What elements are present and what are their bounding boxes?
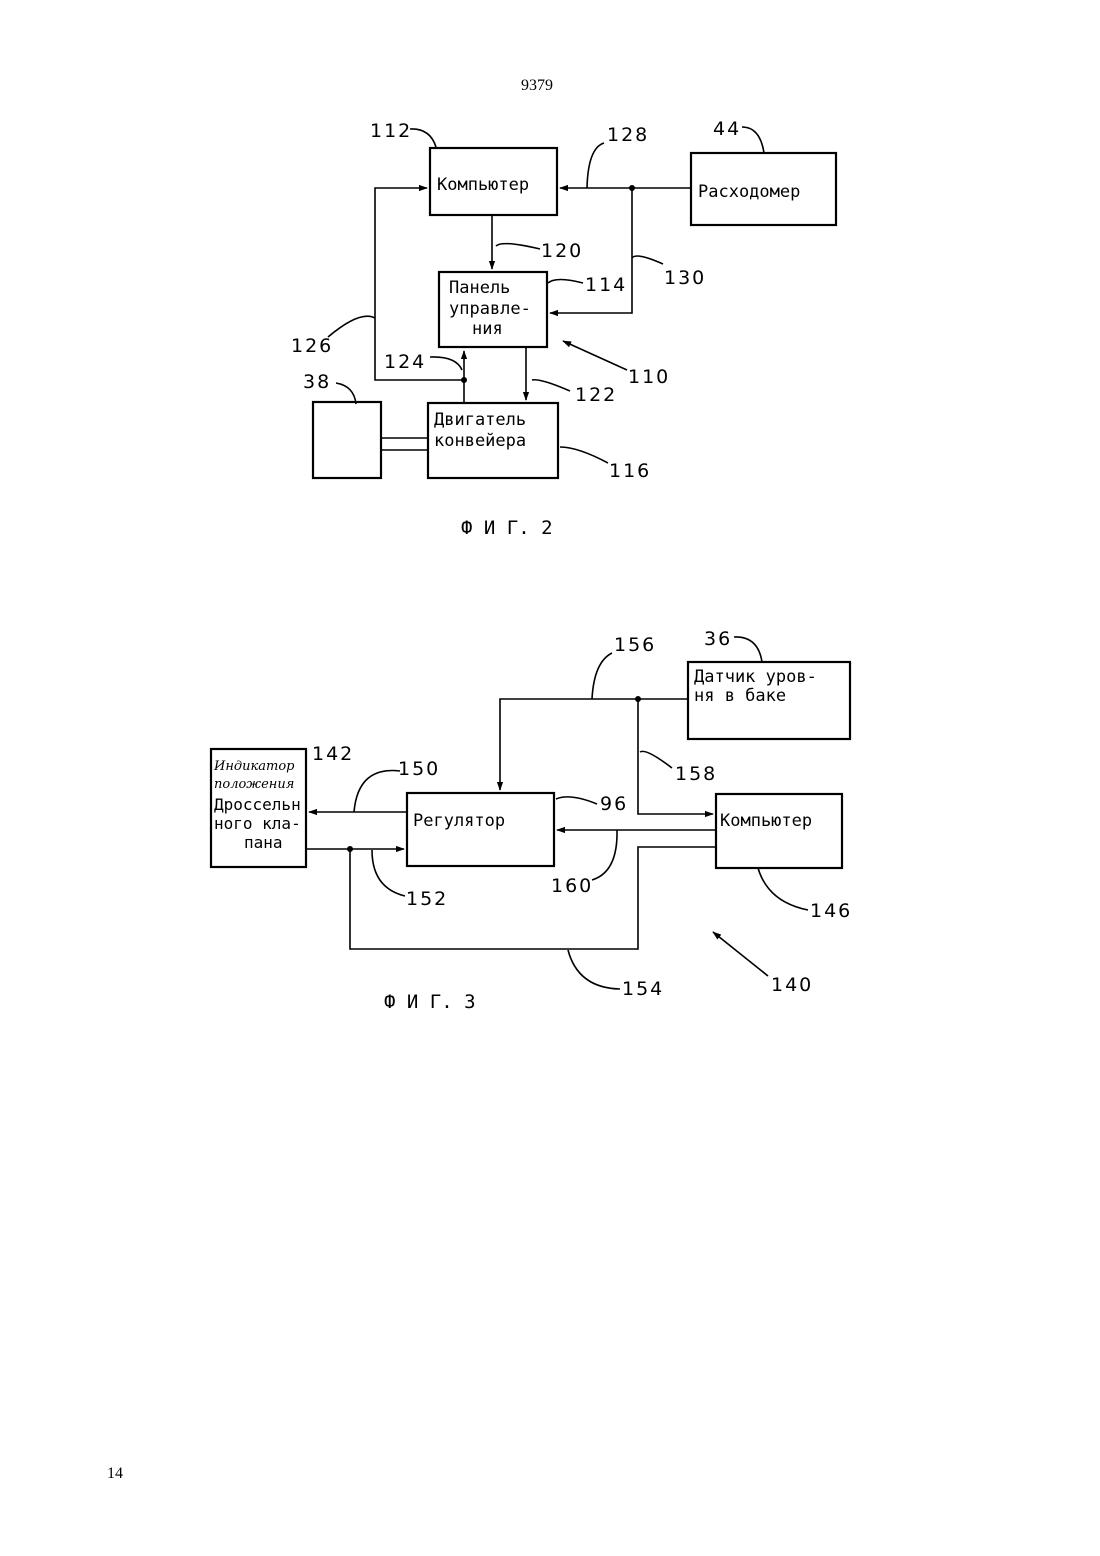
figure-2: Компьютер Расходомер Панель управле- ния…	[291, 118, 836, 539]
fig2-ref-114: 114	[585, 274, 627, 296]
fig2-leader-120	[496, 244, 540, 249]
fig3-indicator-line1: Индикатор	[213, 759, 295, 774]
page-number: 14	[107, 1465, 123, 1482]
fig2-ref-128: 128	[607, 124, 649, 146]
fig3-indicator-line2: положения	[214, 777, 294, 792]
fig2-control-panel-line3: ния	[472, 319, 503, 339]
fig2-leader-114	[548, 280, 583, 284]
fig3-wire-158	[638, 699, 713, 814]
document-number: 9379	[521, 77, 553, 94]
fig3-indicator-line5: пана	[244, 833, 283, 852]
fig2-conveyor-motor-line2: конвейера	[434, 431, 526, 451]
fig3-ref-140: 140	[771, 974, 813, 996]
fig3-leader-156	[592, 653, 612, 699]
fig2-computer-label: Компьютер	[437, 175, 529, 195]
fig2-ref-120: 120	[541, 240, 583, 262]
fig3-level-sensor-line1: Датчик уров-	[694, 667, 817, 687]
fig3-ref-146: 146	[810, 900, 852, 922]
fig3-ref-152: 152	[406, 888, 448, 910]
fig3-ref-150: 150	[398, 758, 440, 780]
fig2-leader-128	[587, 143, 604, 188]
fig3-junction-156	[635, 696, 641, 702]
fig3-ref-36: 36	[704, 628, 732, 650]
fig3-ref-160: 160	[551, 875, 593, 897]
fig3-ref-158: 158	[675, 763, 717, 785]
fig2-ref-130: 130	[664, 267, 706, 289]
fig2-leader-44	[742, 127, 764, 153]
fig3-ref-142: 142	[312, 743, 354, 765]
fig2-leader-126	[328, 316, 375, 337]
fig2-leader-130	[632, 256, 663, 264]
fig3-leader-152	[372, 850, 405, 896]
fig3-leader-160	[592, 830, 617, 880]
fig3-indicator-line4: ного кла-	[214, 814, 301, 833]
fig2-caption: Ф И Г. 2	[461, 517, 553, 539]
fig2-junction-128	[629, 185, 635, 191]
fig3-leader-154	[568, 950, 620, 989]
fig2-block-38-box	[313, 402, 381, 478]
fig2-ref-122: 122	[575, 384, 617, 406]
fig2-junction-124	[461, 377, 467, 383]
fig3-leader-96	[556, 797, 597, 804]
fig3-leader-146	[758, 868, 808, 910]
fig2-ref-126: 126	[291, 335, 333, 357]
fig2-control-panel-line1: Панель	[449, 278, 510, 298]
fig2-ref-110: 110	[628, 366, 670, 388]
fig3-junction-152	[347, 846, 353, 852]
fig2-ref-44: 44	[713, 118, 741, 140]
fig3-leader-158	[640, 751, 672, 768]
figure-3: Датчик уров- ня в баке Индикатор положен…	[211, 628, 852, 1013]
fig3-ref-96: 96	[600, 793, 628, 815]
fig3-wire-154	[350, 847, 716, 949]
fig2-leader-124	[430, 357, 462, 370]
fig2-leader-38	[336, 383, 356, 404]
fig3-computer-label: Компьютер	[720, 811, 812, 831]
fig3-indicator-line3: Дроссельн	[214, 795, 301, 814]
fig2-leader-122	[532, 380, 570, 391]
fig2-ref-116: 116	[609, 460, 651, 482]
fig2-flowmeter-label: Расходомер	[698, 182, 800, 202]
fig3-computer-box	[716, 794, 842, 868]
fig2-ref-38: 38	[303, 371, 331, 393]
fig3-regulator-label: Регулятор	[413, 811, 505, 831]
fig3-ref-154: 154	[622, 978, 664, 1000]
fig3-leader-150	[354, 771, 400, 812]
fig3-wire-156	[500, 699, 688, 790]
fig2-ref-124: 124	[384, 351, 426, 373]
fig3-leader-36	[734, 637, 762, 662]
fig3-caption: Ф И Г. 3	[384, 991, 476, 1013]
fig2-control-panel-line2: управле-	[449, 299, 531, 319]
fig2-leader-110	[563, 341, 627, 370]
fig3-level-sensor-line2: ня в баке	[694, 686, 786, 706]
fig2-leader-116	[560, 447, 608, 463]
fig2-leader-112	[410, 129, 436, 147]
fig2-ref-112: 112	[370, 120, 412, 142]
fig2-conveyor-motor-line1: Двигатель	[434, 410, 526, 430]
fig3-leader-140	[713, 932, 768, 976]
fig3-ref-156: 156	[614, 634, 656, 656]
